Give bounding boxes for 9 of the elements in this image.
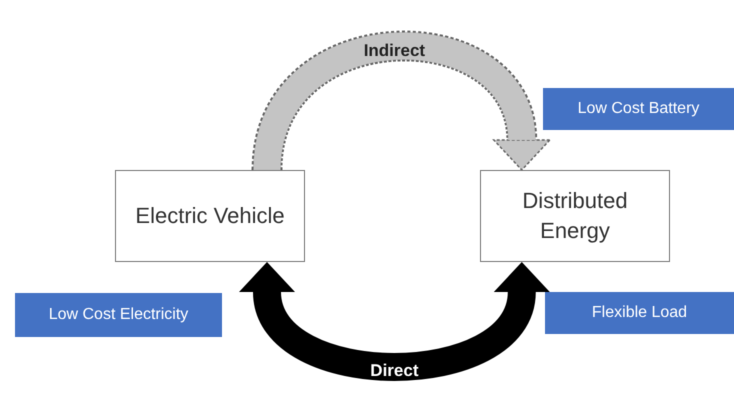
label-tag: Flexible Load (545, 292, 734, 334)
entity-box: Electric Vehicle (115, 170, 305, 262)
dashed-curved-arrow (252, 30, 550, 172)
label-tag: Low Cost Electricity (15, 293, 222, 337)
edge-label: Indirect (364, 42, 426, 59)
entity-box: Distributed Energy (480, 170, 670, 262)
curved-arrow (240, 262, 550, 381)
label-tag: Low Cost Battery (543, 88, 734, 130)
edge-label: Direct (370, 362, 418, 379)
